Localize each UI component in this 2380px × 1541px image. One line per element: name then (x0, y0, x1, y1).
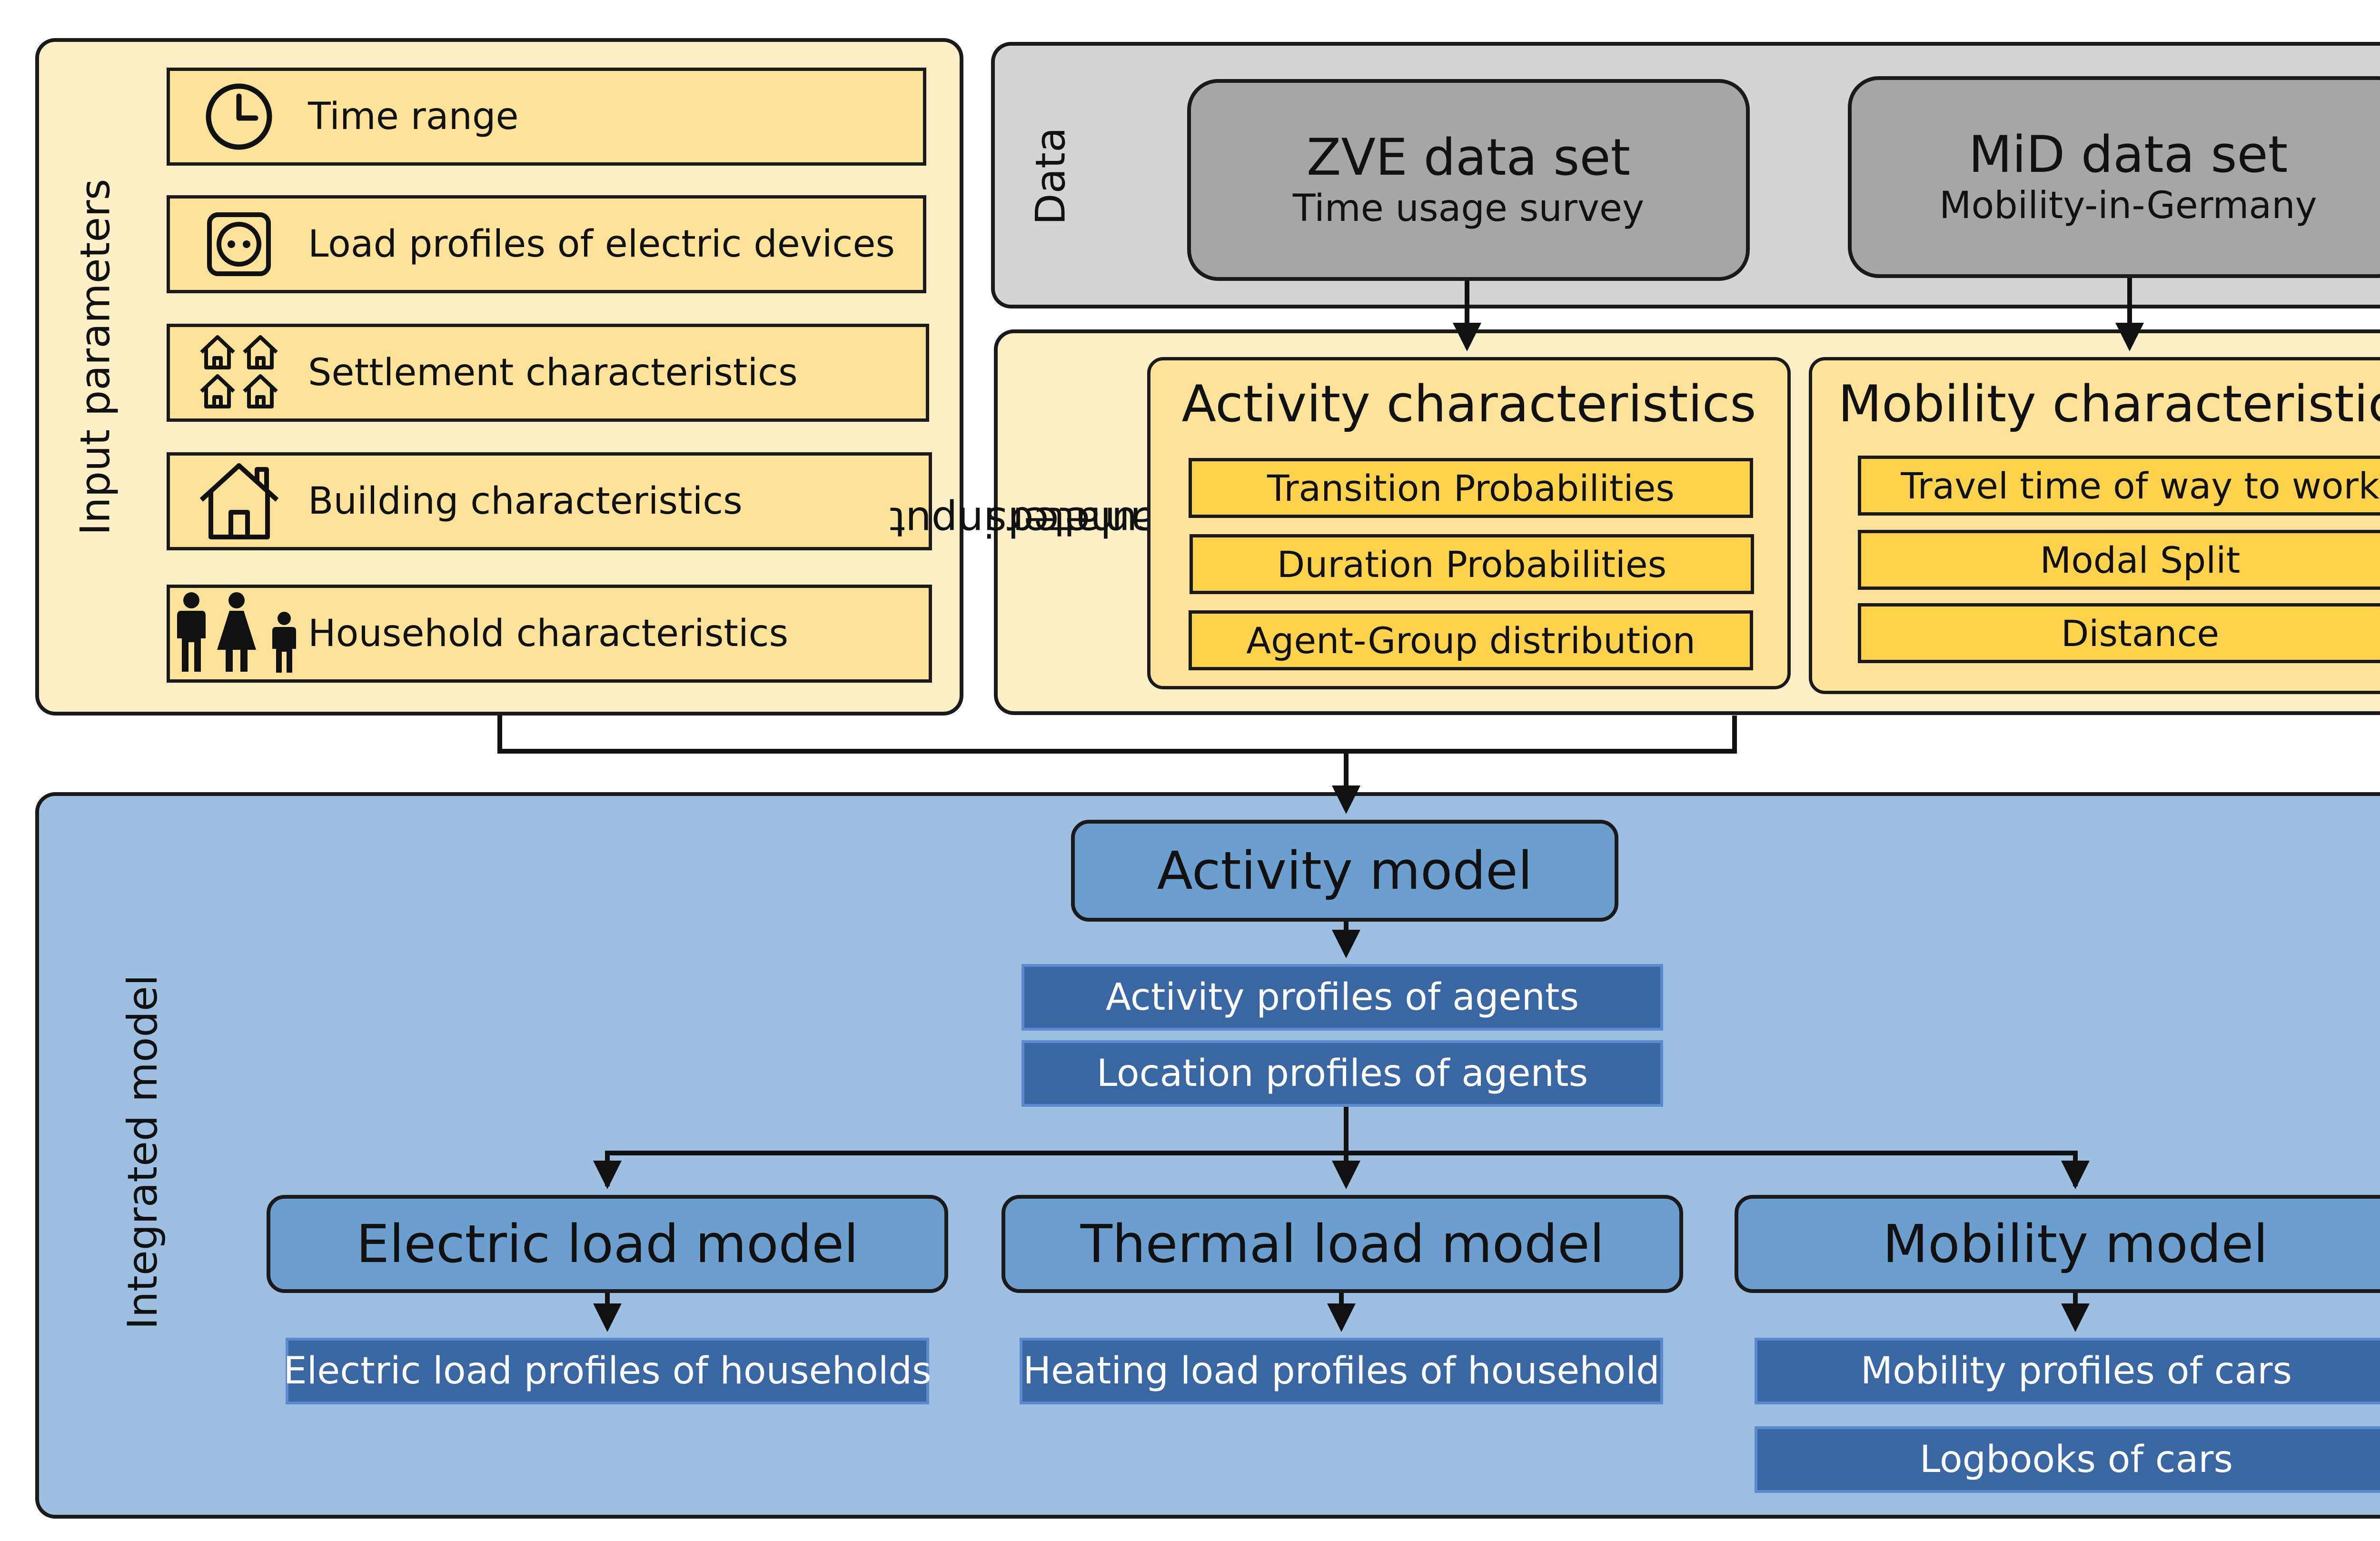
zve-subtitle: Time usage survey (1292, 187, 1645, 230)
activity-item: Agent-Group distribution (1189, 610, 1753, 670)
integrated-model-label: Integrated model (119, 974, 167, 1330)
input-item-label: Load profiles of electric devices (308, 223, 895, 266)
input-item-label: Household characteristics (308, 612, 789, 655)
mobility-item: Modal Split (1858, 530, 2380, 590)
zve-data-set-box: ZVE data set Time usage survey (1187, 79, 1750, 281)
houses-icon (170, 332, 308, 413)
activity-characteristics-box: Activity characteristics Transition Prob… (1147, 357, 1791, 689)
connector-inputs-to-activity-model (497, 716, 1737, 754)
electric-load-model-box: Electric load model (267, 1195, 948, 1293)
activity-item: Transition Probabilities (1189, 458, 1753, 518)
activity-model-box: Activity model (1071, 820, 1618, 922)
mobility-characteristics-box: Mobility characteristics Travel time of … (1809, 357, 2380, 694)
mobility-output: Mobility profiles of cars (1755, 1338, 2380, 1404)
thermal-load-model-box: Thermal load model (1002, 1195, 1683, 1293)
mobility-characteristics-title: Mobility characteristics (1838, 375, 2380, 433)
mobility-model-box: Mobility model (1735, 1195, 2380, 1293)
mid-data-set-box: MiD data set Mobility-in-Germany (1848, 76, 2380, 278)
thermal-load-output: Heating load profiles of household (1020, 1338, 1663, 1404)
input-item-time-range: Time range (167, 68, 926, 166)
input-item-settlement: Settlement characteristics (167, 324, 929, 422)
input-item-building: Building characteristics (167, 452, 932, 550)
input-item-load-profiles: Load profiles of electric devices (167, 195, 926, 293)
input-item-label: Building characteristics (308, 480, 743, 523)
input-item-label: Time range (308, 95, 519, 138)
activity-characteristics-title: Activity characteristics (1181, 375, 1756, 433)
data-label: Data (1027, 127, 1075, 225)
clock-icon (170, 81, 308, 152)
electric-load-output: Electric load profiles of households (283, 1338, 932, 1404)
mid-subtitle: Mobility-in-Germany (1939, 184, 2317, 228)
family-icon (170, 591, 308, 676)
activity-output: Activity profiles of agents (1021, 964, 1663, 1031)
zve-title: ZVE data set (1306, 128, 1631, 187)
mobility-item: Distance (1858, 603, 2380, 663)
mobility-item: Travel time of way to work (1858, 456, 2380, 516)
input-item-household: Household characteristics (167, 585, 932, 683)
socket-icon (170, 211, 308, 278)
input-parameters-label: Input parameters (71, 179, 119, 536)
mid-title: MiD data set (1968, 125, 2288, 184)
activity-item: Duration Probabilities (1190, 534, 1754, 594)
mobility-output: Logbooks of cars (1755, 1426, 2380, 1493)
house-icon (170, 461, 308, 542)
input-item-label: Settlement characteristics (308, 351, 798, 394)
activity-output: Location profiles of agents (1021, 1040, 1663, 1107)
